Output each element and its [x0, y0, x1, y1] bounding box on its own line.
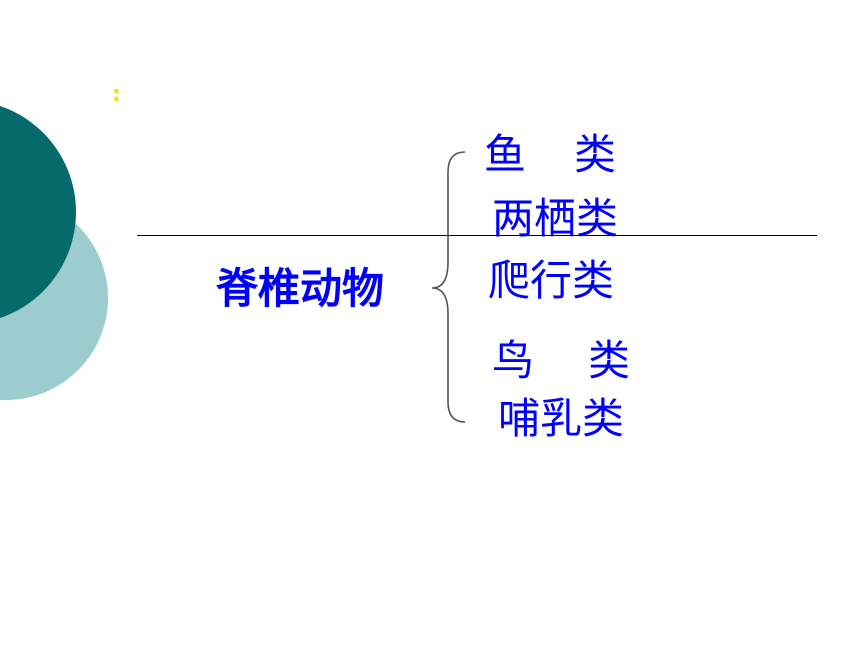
dark-teal-circle: [0, 105, 76, 319]
class-reptiles: 爬行类: [488, 256, 615, 305]
decorative-circles: [0, 105, 108, 400]
decorative-dots: :: [112, 82, 121, 107]
vertebrates-label: 脊椎动物: [216, 264, 385, 313]
class-amphibians: 两栖类: [492, 194, 619, 243]
class-mammals: 哺乳类: [498, 394, 625, 443]
class-birds: 鸟类: [492, 336, 685, 385]
horizontal-divider: [137, 235, 817, 236]
class-fish: 鱼类: [484, 130, 665, 179]
